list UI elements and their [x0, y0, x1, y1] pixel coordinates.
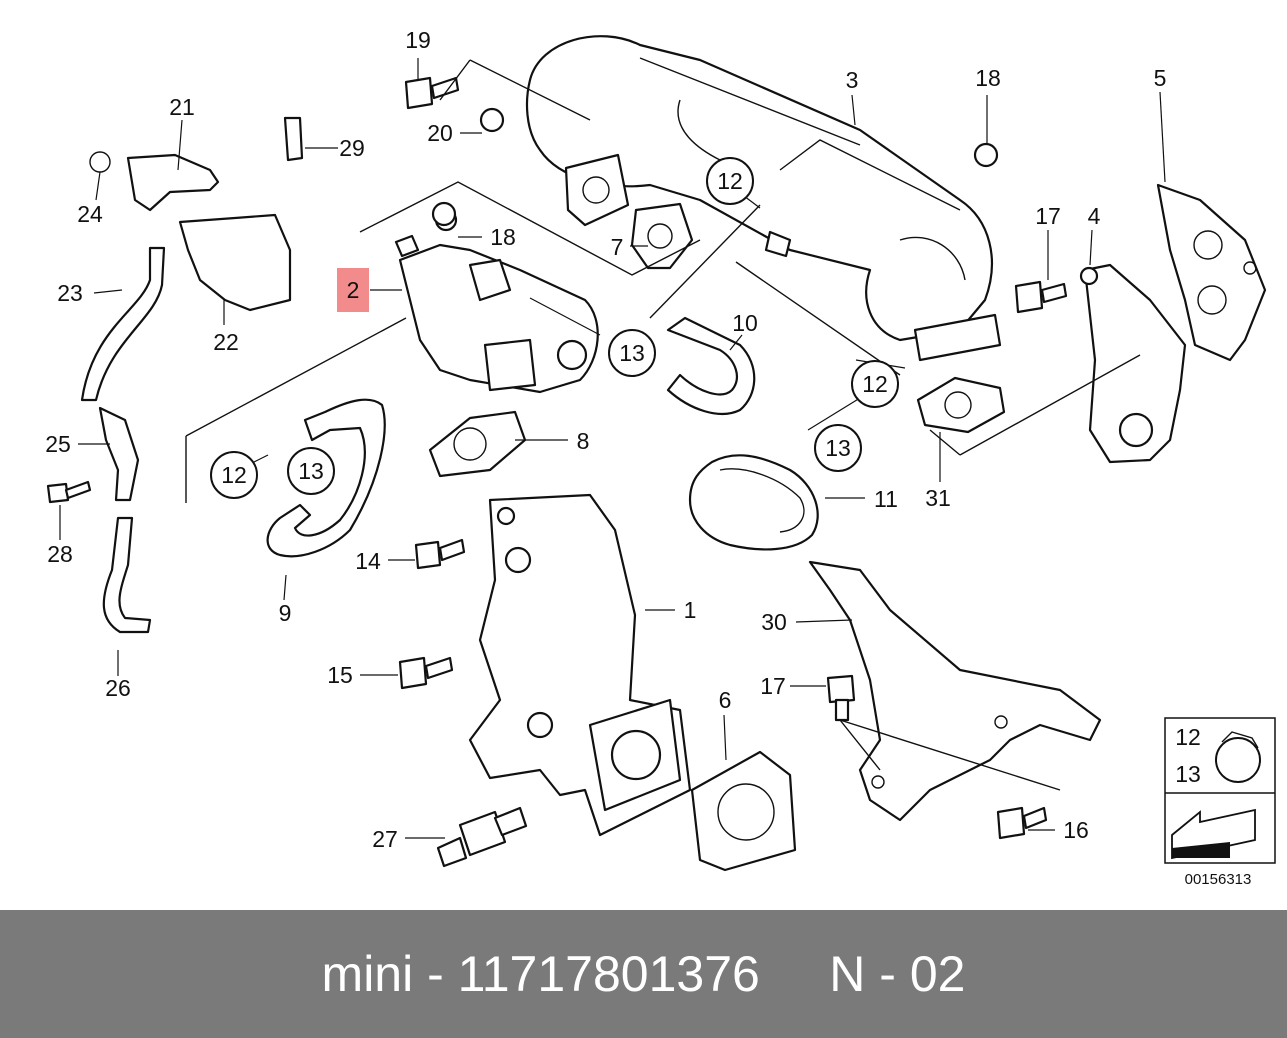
circled-callout-13b: 13 [298, 458, 324, 484]
callout-18: 18 [975, 65, 1001, 91]
part-bracket-22 [178, 116, 304, 312]
circled-callout-12c: 12 [221, 462, 247, 488]
group-line-b [185, 317, 407, 503]
part-gasket-31 [916, 376, 1006, 434]
callout-18b: 18 [490, 224, 516, 250]
part-gasket-6 [690, 750, 797, 872]
group-line-d [929, 354, 1141, 456]
part-egr-valve [394, 208, 599, 394]
callout-24: 24 [77, 201, 103, 227]
part-gasket-7 [630, 202, 694, 270]
callout-20: 20 [427, 120, 453, 146]
callout-31: 31 [925, 485, 951, 511]
circled-callout-bg [851, 360, 899, 408]
part-caption: mini - 11717801376 N - 02 [321, 946, 966, 1002]
leader-lines [59, 58, 1166, 839]
part-hose-11 [688, 454, 819, 551]
callout-19: 19 [405, 27, 431, 53]
part-bracket [1079, 263, 1187, 464]
callout-17a: 17 [1035, 203, 1061, 229]
part-clip-25 [98, 406, 140, 502]
callout-16: 16 [1063, 817, 1089, 843]
part-hose-9 [266, 398, 386, 558]
legend-label-12: 12 [1175, 724, 1201, 750]
callout-1: 1 [684, 597, 697, 623]
group-line-a [359, 181, 701, 276]
exploded-parts-diagram: 19 3 18 5 21 29 20 24 18 7 17 4 2 23 22 … [45, 27, 1276, 888]
legend-label-13: 13 [1175, 761, 1201, 787]
group-line-f [839, 719, 1061, 791]
callout-4: 4 [1088, 203, 1101, 229]
callout-26: 26 [105, 675, 131, 701]
part-support-bracket [808, 560, 1102, 822]
callout-10: 10 [732, 310, 758, 336]
circled-callout-bg [287, 447, 335, 495]
part-sensor-27 [436, 806, 528, 868]
circled-callout-bg [608, 329, 656, 377]
part-hose-23 [80, 246, 166, 402]
callout-labels: 19 3 18 5 21 29 20 24 18 7 17 4 2 23 22 … [45, 27, 1166, 852]
circled-callouts: 12 13 12 12 13 13 [210, 157, 899, 499]
diagram-code: 00156313 [1185, 871, 1252, 888]
callout-9: 9 [279, 600, 292, 626]
callout-5: 5 [1154, 65, 1167, 91]
part-gasket-8 [428, 410, 527, 478]
callout-17b: 17 [760, 673, 786, 699]
group-line-e [439, 59, 591, 121]
part-egr-cooler [525, 35, 1002, 362]
circled-callout-bg [814, 424, 862, 472]
callout-8: 8 [577, 428, 590, 454]
callout-11: 11 [874, 486, 898, 512]
part-gasket-5 [1156, 183, 1267, 362]
circled-callout-bg [210, 451, 258, 499]
legend-box: 12 13 00156313 [1164, 717, 1276, 888]
callout-14: 14 [355, 548, 381, 574]
callout-3: 3 [846, 67, 859, 93]
circled-callout-13c: 13 [825, 435, 851, 461]
callout-6: 6 [719, 687, 732, 713]
callout-27: 27 [372, 826, 398, 852]
callout-23: 23 [57, 280, 83, 306]
highlight-box-part-2 [337, 268, 369, 312]
bolts [46, 76, 1068, 840]
callout-30: 30 [761, 609, 787, 635]
part-sensor-21 [89, 151, 220, 212]
callout-28: 28 [47, 541, 73, 567]
caption-bar: mini - 11717801376 N - 02 [0, 910, 1287, 1038]
callout-22: 22 [213, 329, 239, 355]
circled-callout-bg [706, 157, 754, 205]
callout-2: 2 [347, 277, 360, 303]
part-hose-10 [666, 316, 756, 415]
circled-callout-12a: 12 [717, 168, 743, 194]
circled-callout-13a: 13 [619, 340, 645, 366]
part-flange-20 [564, 153, 630, 227]
callout-25: 25 [45, 431, 71, 457]
group-line-c [649, 204, 901, 376]
clamp-icon [1215, 737, 1261, 783]
callout-29: 29 [339, 135, 365, 161]
callout-15: 15 [327, 662, 353, 688]
callout-21: 21 [169, 94, 195, 120]
part-hose-26 [102, 516, 152, 634]
circled-callout-12b: 12 [862, 371, 888, 397]
callout-7: 7 [611, 234, 624, 260]
part-egr-housing [468, 493, 692, 837]
